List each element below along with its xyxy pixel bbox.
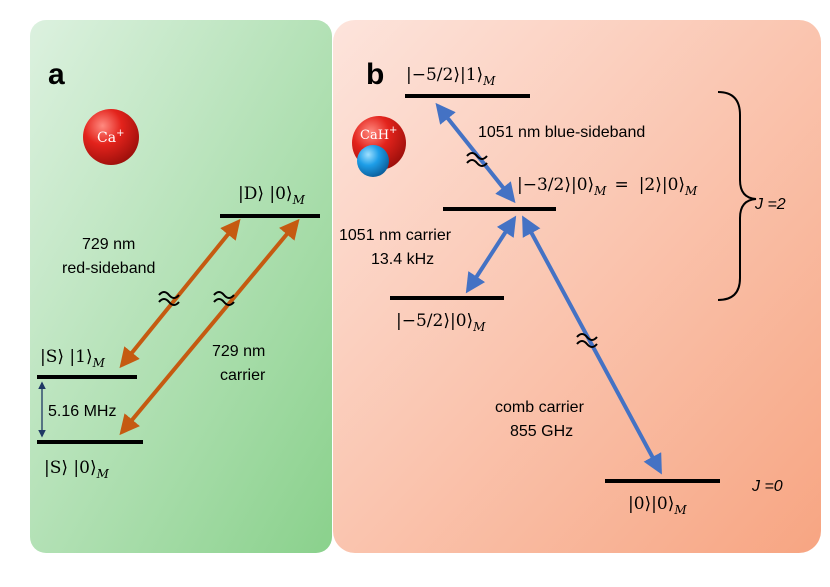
level-mid-label: |−3/2⟩|0⟩M=|2⟩|0⟩M <box>517 175 698 198</box>
level-top-label: |−5/2⟩|1⟩M <box>406 65 496 88</box>
j2-label: J =2 <box>754 196 786 213</box>
cah-ion-label: CaH <box>360 128 389 143</box>
carrier-label-1: 729 nm <box>212 343 265 360</box>
carrier-b-label-2: 13.4 kHz <box>371 251 434 268</box>
break-mark-icon <box>158 291 180 306</box>
panel-a-letter: a <box>48 58 65 91</box>
break-mark-icon <box>466 152 488 167</box>
ca-ion-icon: Ca+ <box>83 109 139 165</box>
red-sideband-label-2: red-sideband <box>62 260 155 277</box>
level-s0-label: |S⟩ |0⟩M <box>44 458 110 481</box>
svg-text:CaH+: CaH+ <box>360 125 397 143</box>
red-sideband-label-1: 729 nm <box>82 236 135 253</box>
panel-b-background <box>333 20 821 553</box>
j2-brace <box>717 91 757 301</box>
carrier-arrow-a <box>119 218 300 436</box>
blue-sideband-arrow <box>435 102 516 204</box>
ca-ion-label: Ca <box>97 130 116 146</box>
break-mark-icon <box>576 333 598 348</box>
comb-label-1: comb carrier <box>495 399 585 416</box>
ca-ion-charge: + <box>116 128 124 139</box>
level-d0-label: |D⟩ |0⟩M <box>238 184 306 207</box>
break-mark-icon <box>213 291 235 306</box>
blue-sideband-label: 1051 nm blue-sideband <box>478 124 645 141</box>
comb-carrier-arrow <box>522 215 662 475</box>
j0-label: J =0 <box>751 478 783 495</box>
panel-b-letter: b <box>366 58 384 91</box>
splitting-label: 5.16 MHz <box>48 403 116 420</box>
cah-ion-charge: + <box>389 125 397 136</box>
level-low-label: |−5/2⟩|0⟩M <box>396 311 486 334</box>
level-ground-label: |0⟩|0⟩M <box>628 494 687 517</box>
cah-ion-icon: CaH+ <box>352 116 406 177</box>
carrier-arrow-b <box>465 215 517 294</box>
comb-label-2: 855 GHz <box>510 423 573 440</box>
carrier-label-2: carrier <box>220 367 266 384</box>
svg-text:Ca+: Ca+ <box>97 128 124 146</box>
level-s1-label: |S⟩ |1⟩M <box>40 347 106 370</box>
carrier-b-label-1: 1051 nm carrier <box>339 227 452 244</box>
